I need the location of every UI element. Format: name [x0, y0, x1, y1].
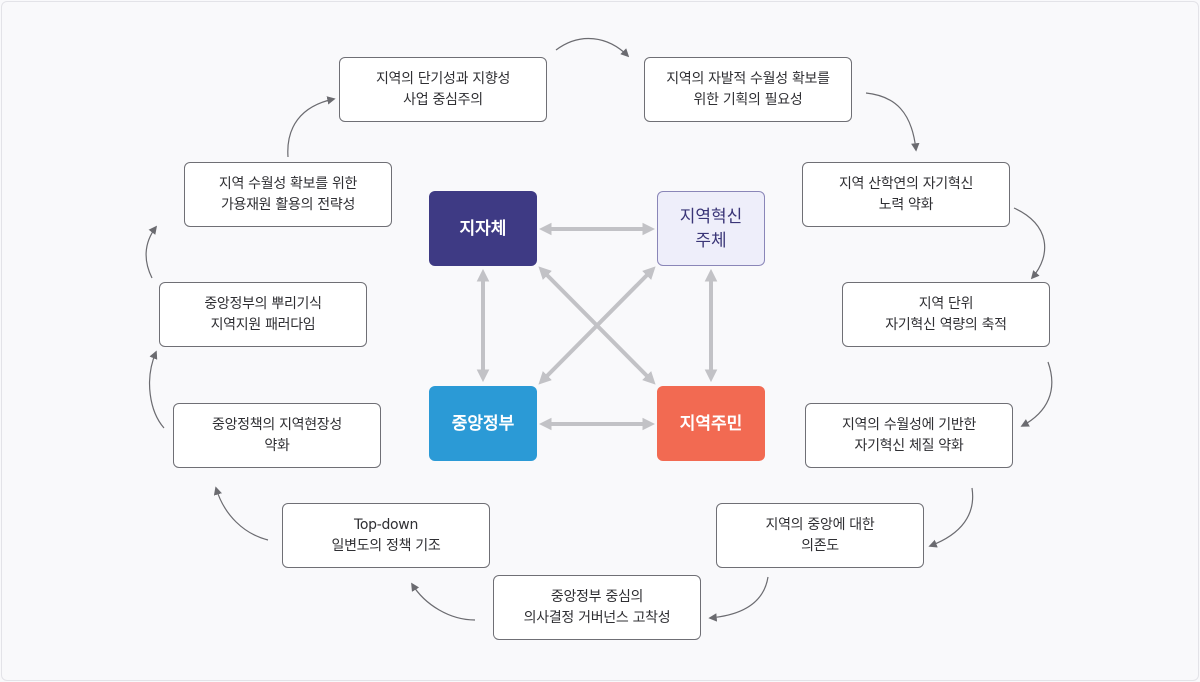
box-line: 중앙정부의 뿌리기식 [204, 295, 322, 312]
cycle-box-scatter-support-paradigm: 중앙정부의 뿌리기식 지역지원 패러다임 [159, 282, 367, 347]
actor-central-government: 중앙정부 [429, 386, 537, 461]
box-line: 지역지원 패러다임 [210, 316, 316, 333]
cycle-arrow-5 [928, 487, 974, 548]
actor-label: 지역혁신 [679, 206, 743, 227]
cycle-box-capacity-accumulation: 지역 단위 자기혁신 역량의 축적 [842, 282, 1050, 347]
cycle-arrow-4 [1020, 361, 1053, 427]
box-line: 중앙정부 중심의 [550, 588, 644, 605]
arrow-innovators-central [538, 266, 656, 385]
cycle-arrow-3 [1013, 207, 1046, 280]
cycle-box-planning-need: 지역의 자발적 수월성 확보를 위한 기획의 필요성 [644, 57, 852, 122]
actor-local-residents: 지역주민 [657, 386, 765, 461]
box-line: Top-down [353, 516, 419, 533]
box-line: 지역 산학연의 자기혁신 [838, 175, 974, 192]
box-line: 지역 수월성 확보를 위한 [218, 175, 358, 192]
box-line: 의사결정 거버넌스 고착성 [523, 609, 671, 626]
cycle-arrow-10 [145, 225, 158, 279]
cycle-box-short-term-orientation: 지역의 단기성과 지향성 사업 중심주의 [339, 57, 547, 122]
cycle-arrow-6 [708, 576, 769, 622]
box-line: 지역의 수월성에 기반한 [841, 416, 977, 433]
box-line: 지역의 자발적 수월성 확보를 [666, 70, 830, 87]
cycle-arrow-8 [213, 486, 269, 541]
cycle-arrow-9 [149, 350, 165, 429]
box-line: 일변도의 정책 기조 [331, 537, 441, 554]
cycle-box-top-down-policy: Top-down 일변도의 정책 기조 [282, 503, 490, 568]
actor-label: 지역주민 [679, 413, 743, 434]
box-line: 지역의 단기성과 지향성 [375, 70, 511, 87]
box-line: 위한 기획의 필요성 [693, 91, 803, 108]
cycle-arrow-11 [287, 96, 336, 158]
actor-label: 중앙정부 [451, 413, 515, 434]
box-line: 지역의 중앙에 대한 [765, 516, 875, 533]
actor-local-government: 지자체 [429, 191, 537, 266]
cycle-box-innovation-constitution-weakening: 지역의 수월성에 기반한 자기혁신 체질 약화 [805, 403, 1013, 468]
cycle-arrow-2 [865, 92, 920, 152]
box-line: 약화 [264, 437, 290, 454]
box-line: 중앙정책의 지역현장성 [212, 416, 342, 433]
cycle-box-governance-rigidity: 중앙정부 중심의 의사결정 거버넌스 고착성 [493, 575, 701, 640]
box-line: 자기혁신 역량의 축적 [885, 316, 1007, 333]
actor-label: 주체 [695, 230, 727, 251]
cycle-box-innovation-effort-weakening: 지역 산학연의 자기혁신 노력 약화 [802, 162, 1010, 227]
box-line: 의존도 [801, 537, 839, 554]
box-line: 지역 단위 [918, 295, 974, 312]
cycle-box-dependence-on-center: 지역의 중앙에 대한 의존도 [716, 503, 924, 568]
cycle-box-field-relevance-weakening: 중앙정책의 지역현장성 약화 [173, 403, 381, 468]
box-line: 노력 약화 [878, 196, 934, 213]
cycle-arrow-1 [555, 37, 630, 58]
box-line: 가용재원 활용의 전략성 [220, 196, 356, 213]
box-line: 사업 중심주의 [403, 91, 483, 108]
box-line: 자기혁신 체질 약화 [854, 437, 964, 454]
cycle-arrow-7 [411, 582, 476, 621]
actor-regional-innovators: 지역혁신 주체 [657, 191, 765, 266]
actor-label: 지자체 [459, 218, 507, 239]
cycle-box-resource-strategy: 지역 수월성 확보를 위한 가용재원 활용의 전략성 [184, 162, 392, 227]
